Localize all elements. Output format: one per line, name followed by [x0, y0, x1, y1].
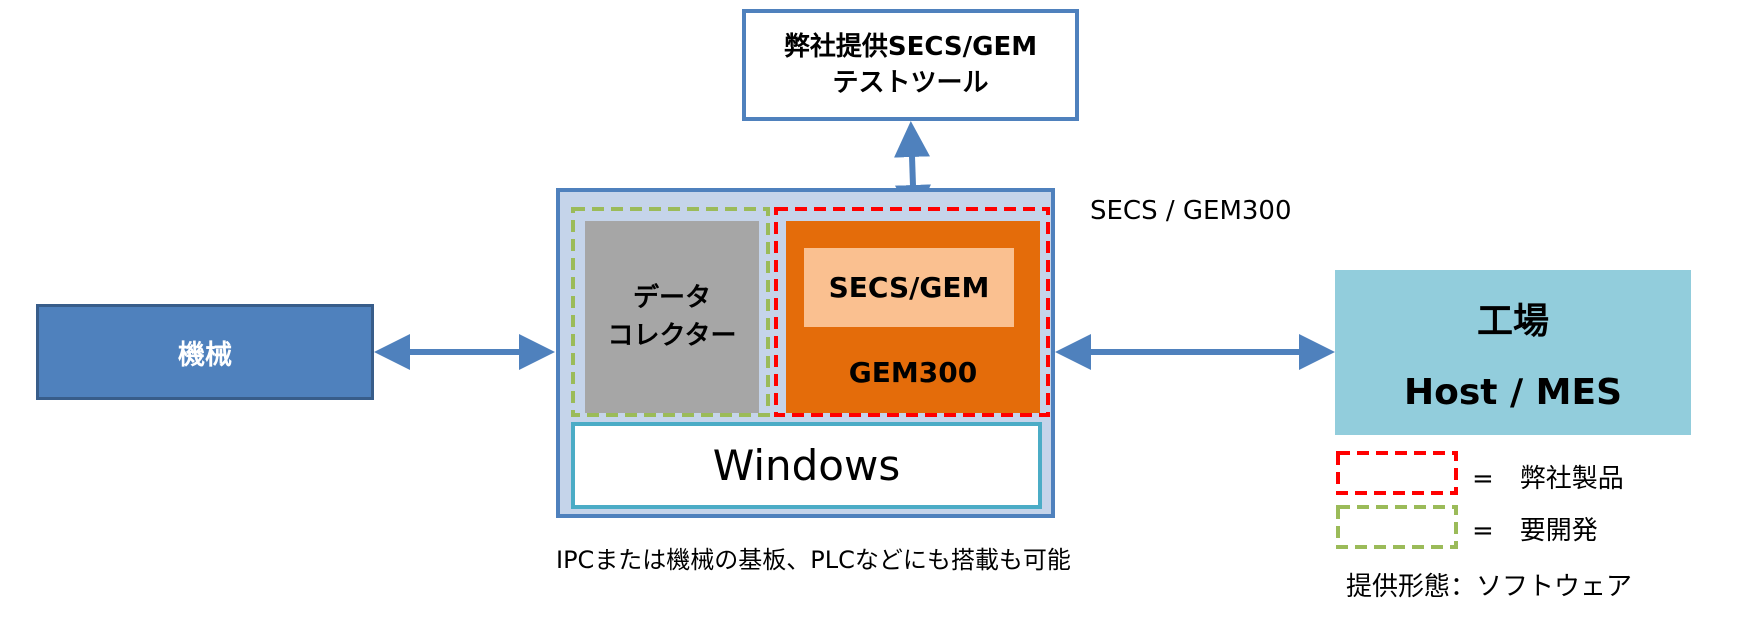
test-tool-label-line2: テストツール — [832, 68, 989, 98]
data-collector-box: データ コレクター — [585, 221, 759, 413]
secs-gem-box: SECS/GEM — [804, 248, 1014, 327]
delivery-form-text: 提供形態：ソフトウェア — [1346, 572, 1633, 602]
machine-box: 機械 — [36, 304, 374, 400]
machine-label: 機械 — [178, 339, 232, 371]
protocol-label: SECS / GEM300 — [1090, 196, 1292, 226]
test-tool-label-line1: 弊社提供SECS/GEM — [783, 32, 1038, 62]
factory-host-box: 工場 Host / MES — [1335, 270, 1691, 435]
host-mes-label: Host / MES — [1403, 372, 1623, 413]
data-collector-label-line2: コレクター — [607, 321, 737, 351]
data-collector-label-line1: データ — [632, 283, 711, 313]
platform-note: IPCまたは機械の基板、PLCなどにも搭載も可能 — [556, 546, 1071, 574]
factory-label: 工場 — [1476, 301, 1549, 342]
gem300-label: GEM300 — [848, 355, 978, 389]
secs-gem-test-tool-box: 弊社提供SECS/GEM テストツール — [742, 9, 1079, 121]
gem300-label-wrap: GEM300 — [786, 350, 1040, 394]
windows-os-box: Windows — [571, 422, 1042, 509]
legend-to-develop-text: = 要開発 — [1472, 516, 1598, 546]
legend-our-product-text: = 弊社製品 — [1472, 464, 1624, 494]
windows-label: Windows — [712, 441, 901, 490]
secs-gem-label: SECS/GEM — [828, 271, 990, 304]
